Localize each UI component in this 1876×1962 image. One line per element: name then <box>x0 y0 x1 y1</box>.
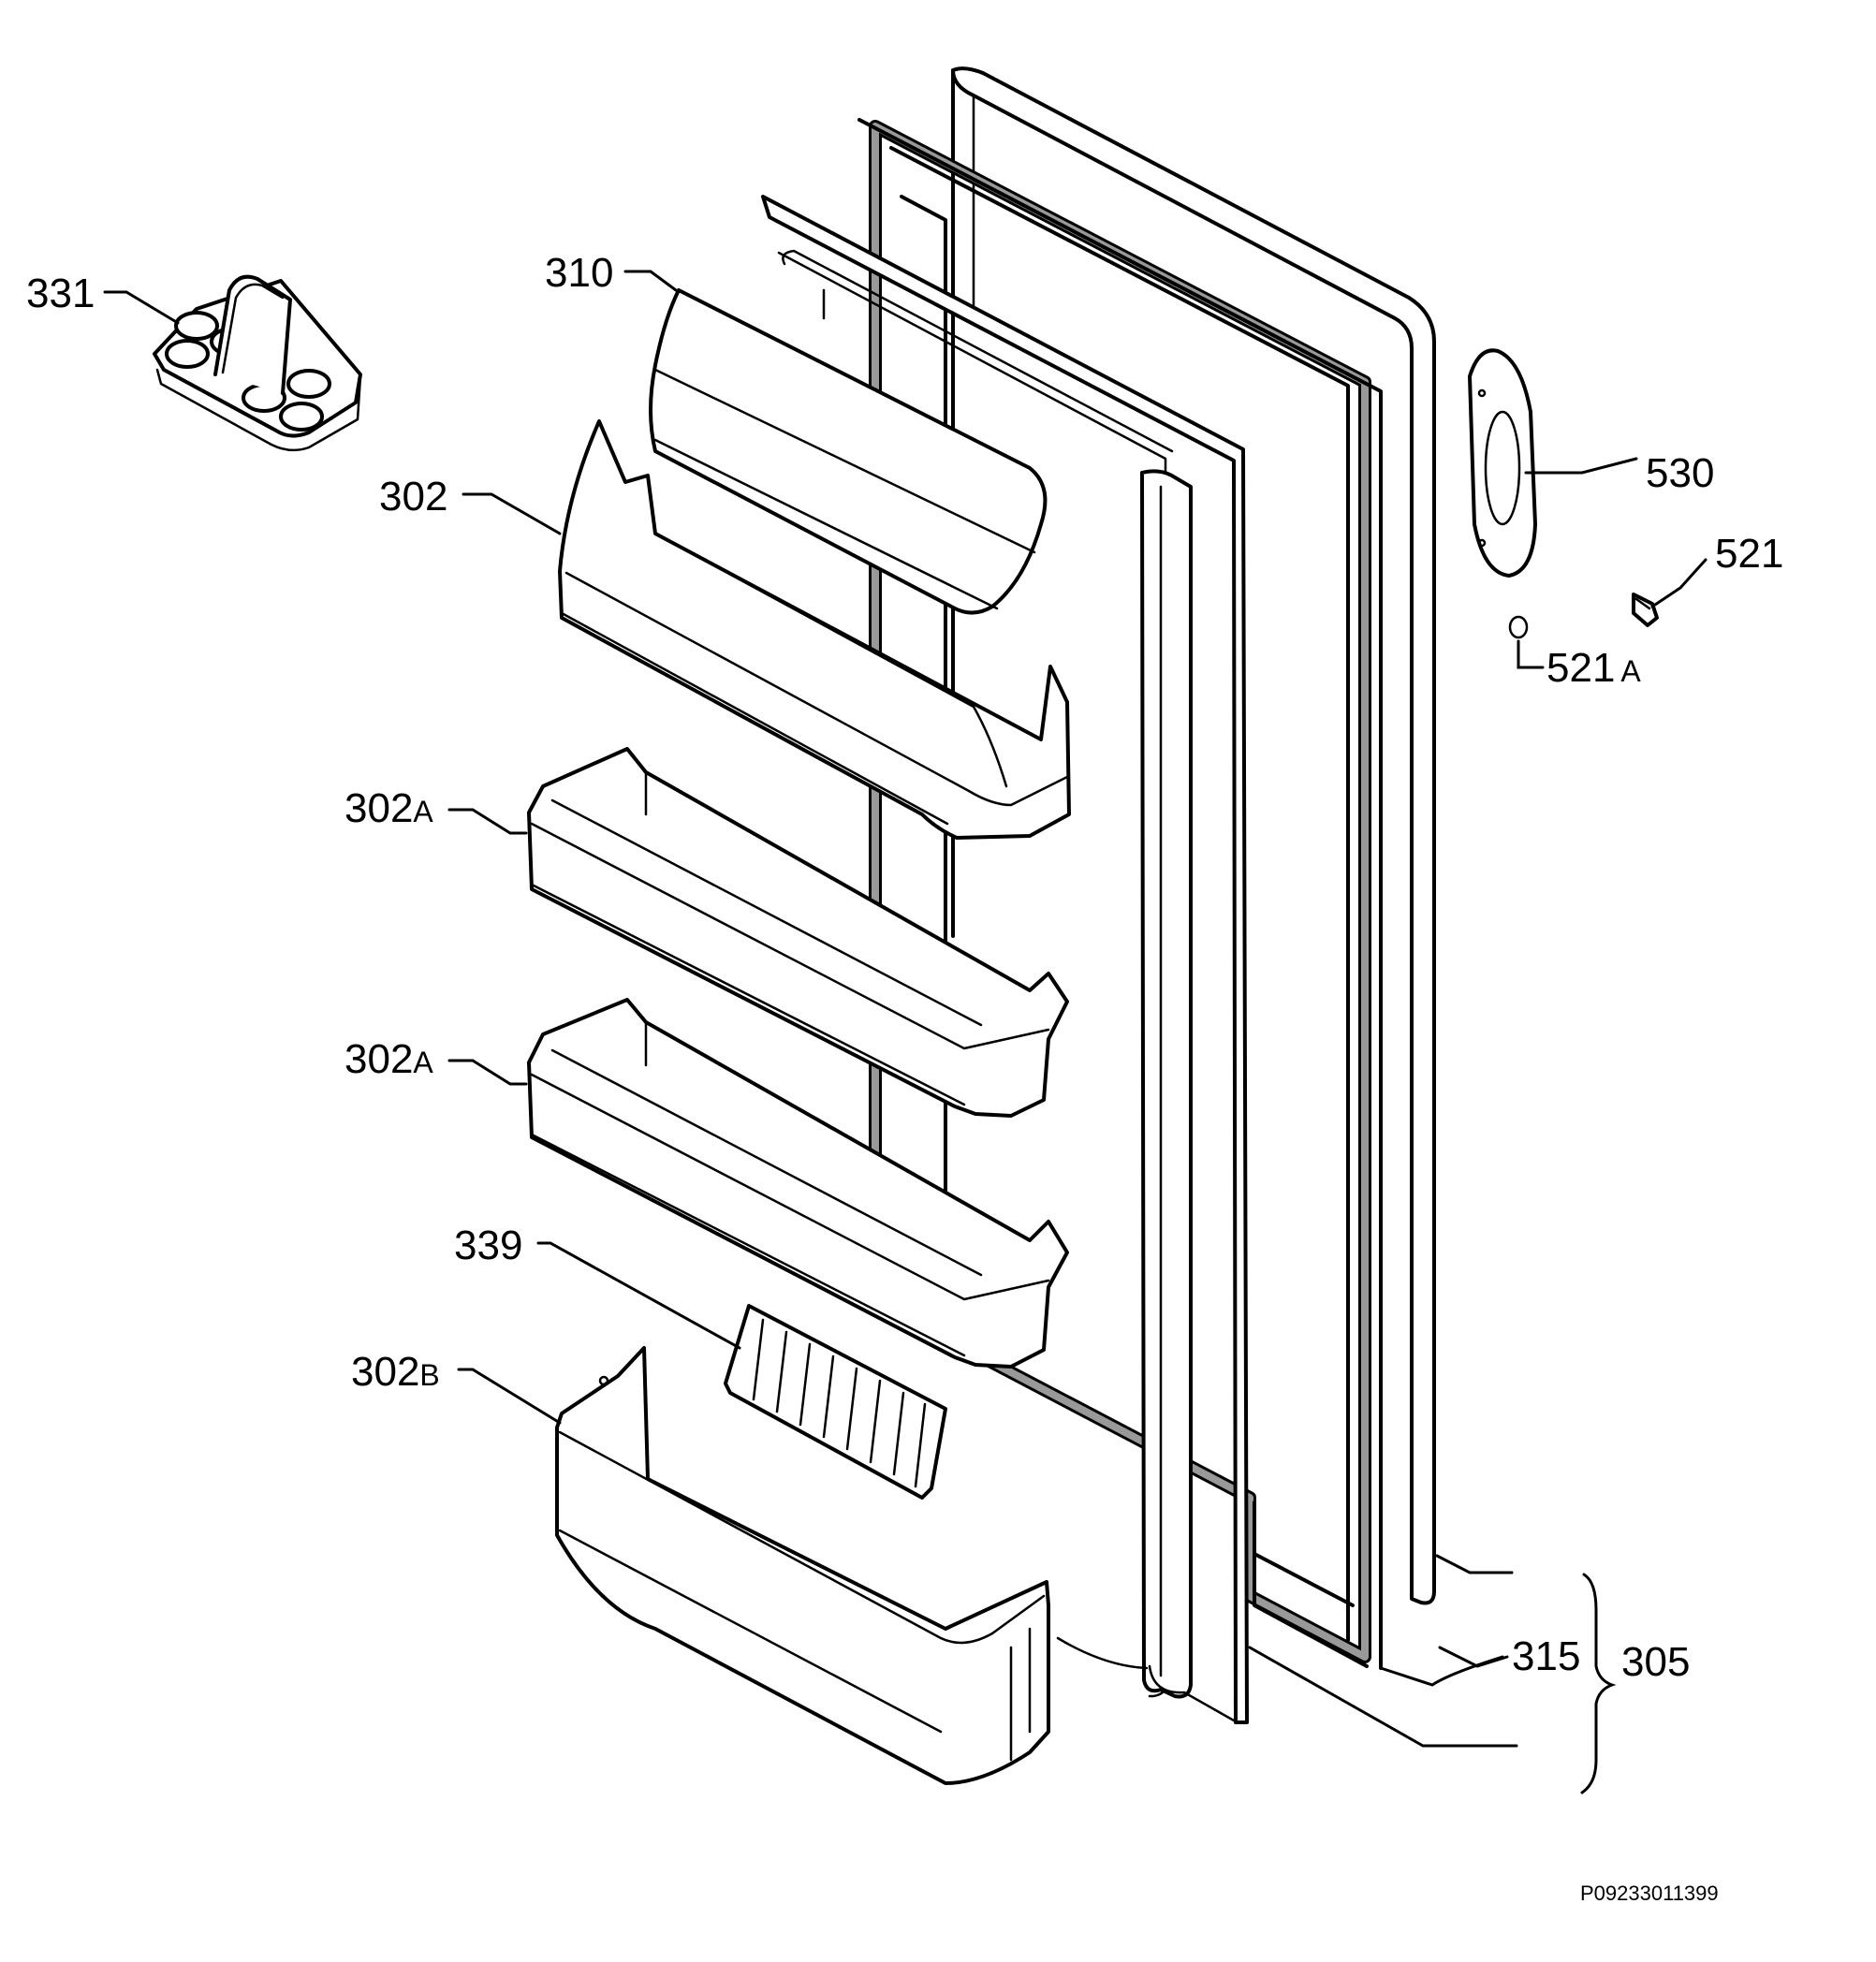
dairy-lid-310 <box>649 288 1048 615</box>
door-shelf-302a-lower <box>527 998 1069 1369</box>
door-shelf-302a-upper <box>527 747 1069 1118</box>
screw-521 <box>1632 593 1659 627</box>
door-shelf-302 <box>558 419 1071 840</box>
hinge-cover-530 <box>1468 348 1537 578</box>
washer-521a <box>1508 615 1529 639</box>
label-302b: 302B <box>351 1349 440 1395</box>
label-302a-lower: 302A <box>344 1036 433 1082</box>
label-302: 302 <box>379 474 447 520</box>
label-521: 521 <box>1715 531 1783 577</box>
drawing-code: P09233011399 <box>1580 1881 1719 1905</box>
label-530: 530 <box>1646 450 1714 496</box>
bottle-retainer-339 <box>724 1304 947 1500</box>
leader-lines <box>103 270 1707 1794</box>
label-305: 305 <box>1621 1639 1690 1685</box>
label-315: 315 <box>1512 1633 1580 1679</box>
bottom-shelf-302b <box>555 1346 1050 1785</box>
egg-tray-331 <box>153 274 362 452</box>
label-331: 331 <box>26 271 95 316</box>
label-302a-upper: 302A <box>344 785 433 831</box>
callout-labels: 331 310 302 302A 302A 339 302B 530 521 5… <box>26 250 1783 1905</box>
label-339: 339 <box>454 1223 522 1268</box>
door-inner-liner <box>761 195 1249 1724</box>
label-310: 310 <box>545 250 613 296</box>
door-bottom-edge <box>1253 1501 1369 1668</box>
